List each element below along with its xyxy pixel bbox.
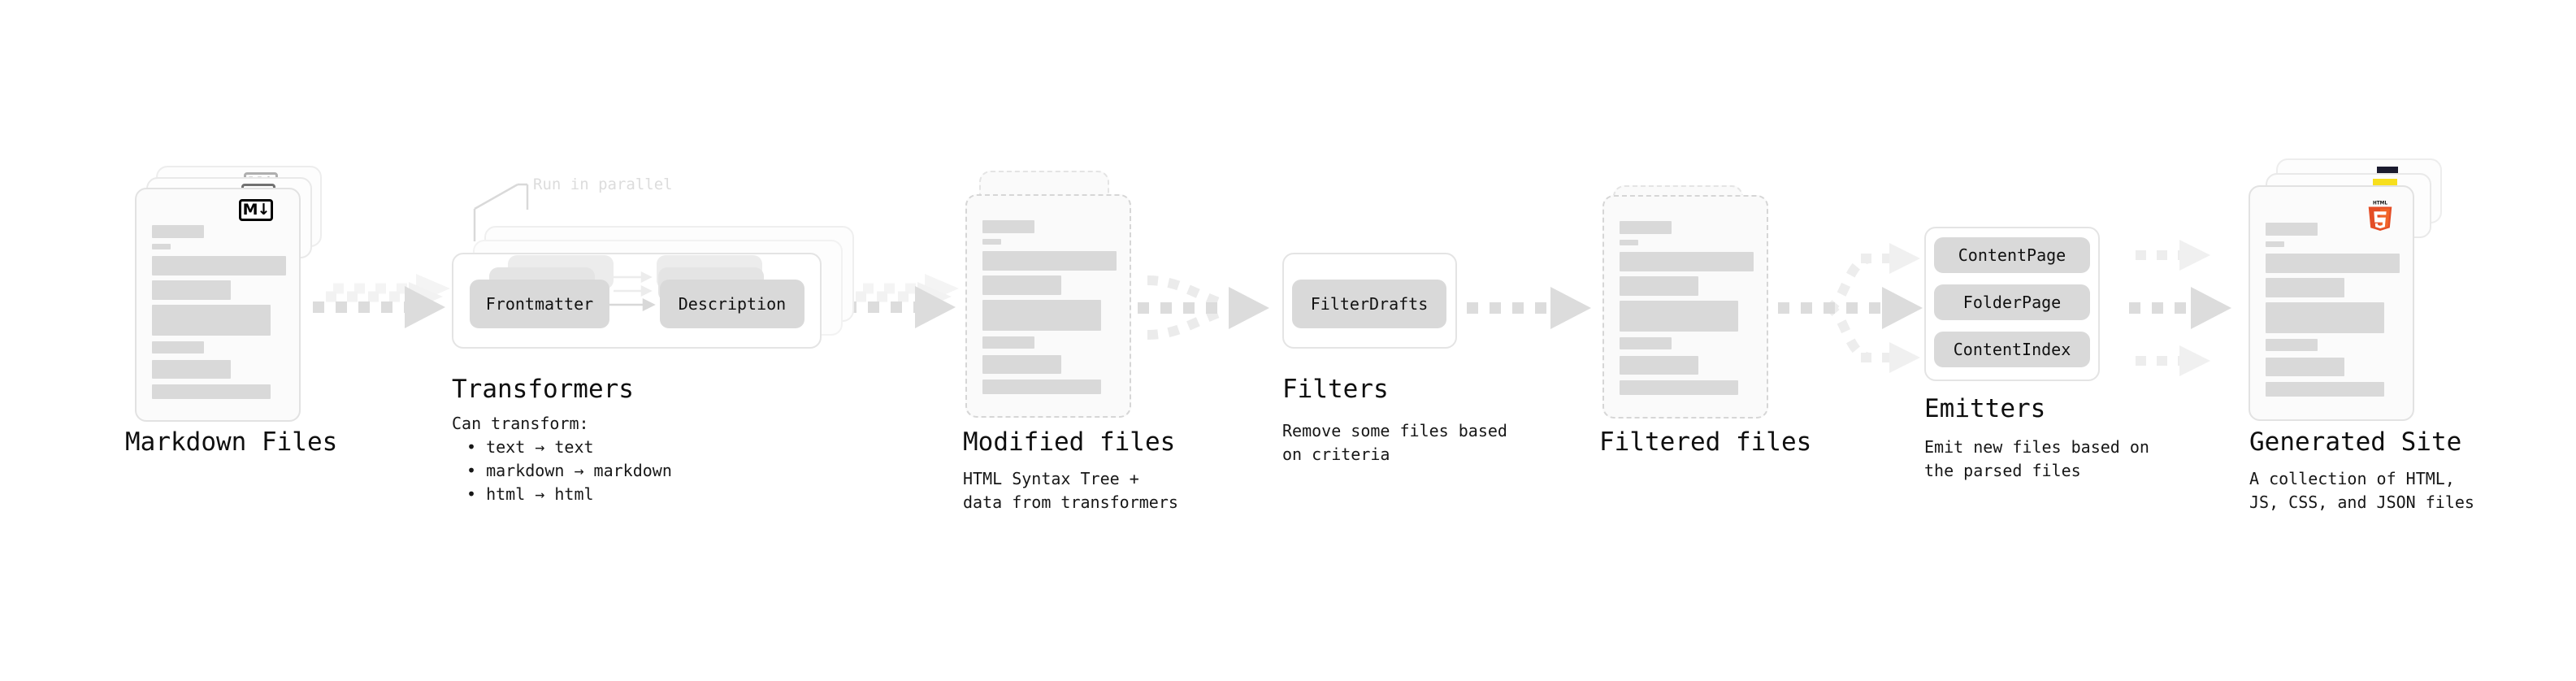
emitter-chip-contentindex[interactable]: ContentIndex (1934, 332, 2090, 367)
skeleton-bar (152, 244, 171, 249)
emitters-title: Emitters (1924, 394, 2046, 423)
skeleton-bar (982, 220, 1034, 233)
generated-site-desc-line-2: JS, CSS, and JSON files (2249, 492, 2474, 512)
skeleton-bar (1620, 240, 1638, 245)
emitters-desc-line-2: the parsed files (1924, 461, 2081, 480)
transformers-title: Transformers (452, 375, 634, 404)
svg-text:HTML: HTML (2373, 202, 2387, 206)
filters-desc-line-1: Remove some files based (1282, 421, 1507, 440)
run-in-parallel-label: Run in parallel (533, 176, 673, 193)
transformer-chip-description[interactable]: Description (660, 280, 804, 328)
markdown-file-card[interactable]: M↓ (135, 188, 301, 422)
skeleton-bar (152, 225, 204, 238)
skeleton-bar (152, 280, 231, 300)
emitter-chip-folderpage[interactable]: FolderPage (1934, 284, 2090, 320)
markdown-icon-label: M↓ (242, 201, 271, 219)
arrow-filtered-to-emitters (1778, 243, 1923, 373)
emitter-chip-label: ContentPage (1958, 245, 2066, 265)
skeleton-bar (1620, 221, 1672, 234)
arrow-modified-to-filters (1138, 275, 1269, 340)
filter-chip-filterdrafts[interactable]: FilterDrafts (1292, 280, 1446, 328)
skeleton-bar (152, 256, 286, 275)
filtered-files-title: Filtered files (1599, 427, 1812, 457)
emitter-chip-label: FolderPage (1962, 293, 2062, 312)
skeleton-bar (1620, 301, 1738, 332)
modified-files-title: Modified files (963, 427, 1176, 457)
skeleton-bar (152, 384, 271, 399)
transformer-chip-label: Description (678, 294, 787, 314)
emitters-desc-line-1: Emit new files based on (1924, 437, 2149, 457)
filter-chip-label: FilterDrafts (1310, 294, 1429, 314)
skeleton-bar (1620, 252, 1754, 271)
skeleton-bar (2266, 358, 2344, 376)
modified-file-card[interactable] (965, 194, 1131, 418)
markdown-icon: M↓ (239, 199, 273, 221)
skeleton-bar (1620, 276, 1698, 296)
generated-file-card[interactable]: HTML (2249, 185, 2414, 421)
skeleton-bar (2266, 278, 2344, 297)
skeleton-bar (1620, 380, 1738, 395)
transformers-desc-line-1: • text → text (466, 437, 594, 457)
skeleton-bar (152, 341, 204, 354)
arrow-md-to-transformers (313, 286, 445, 328)
filtered-file-card[interactable] (1602, 195, 1768, 419)
skeleton-bar (152, 360, 231, 379)
skeleton-bar (1620, 337, 1672, 349)
arrow-emitters-to-site (2129, 240, 2231, 376)
skeleton-bar (2266, 382, 2384, 397)
filters-title: Filters (1282, 375, 1389, 404)
skeleton-bar (982, 239, 1001, 245)
transformers-desc-line-3: • html → html (466, 484, 594, 504)
transformer-chip-frontmatter[interactable]: Frontmatter (470, 280, 609, 328)
arrow-filters-to-filtered (1467, 287, 1591, 329)
skeleton-bar (982, 300, 1101, 331)
skeleton-bar (1620, 356, 1698, 375)
markdown-files-title: Markdown Files (125, 427, 338, 457)
skeleton-bar (2266, 241, 2284, 247)
transformer-chip-label: Frontmatter (485, 294, 594, 314)
skeleton-bar (982, 275, 1061, 295)
transformers-desc-line-2: • markdown → markdown (466, 461, 672, 480)
generated-site-title: Generated Site (2249, 427, 2462, 457)
skeleton-bar (982, 355, 1061, 374)
filters-desc-line-2: on criteria (1282, 445, 1390, 464)
skeleton-bar (2266, 254, 2400, 273)
html5-icon: HTML (2368, 202, 2392, 231)
skeleton-bar (152, 305, 271, 336)
skeleton-bar (982, 251, 1117, 271)
skeleton-bar (982, 380, 1101, 394)
emitter-chip-label: ContentIndex (1953, 340, 2071, 359)
transformers-desc-heading: Can transform: (452, 414, 589, 433)
emitter-chip-contentpage[interactable]: ContentPage (1934, 237, 2090, 273)
skeleton-bar (2266, 223, 2318, 236)
skeleton-bar (982, 336, 1034, 349)
arrow-md-to-transformers-back (326, 274, 450, 311)
generated-site-desc-line-1: A collection of HTML, (2249, 469, 2455, 488)
skeleton-bar (2266, 302, 2384, 333)
modified-files-desc-line-1: HTML Syntax Tree + (963, 469, 1139, 488)
skeleton-bar (2266, 339, 2318, 351)
modified-files-desc-line-2: data from transformers (963, 492, 1178, 512)
